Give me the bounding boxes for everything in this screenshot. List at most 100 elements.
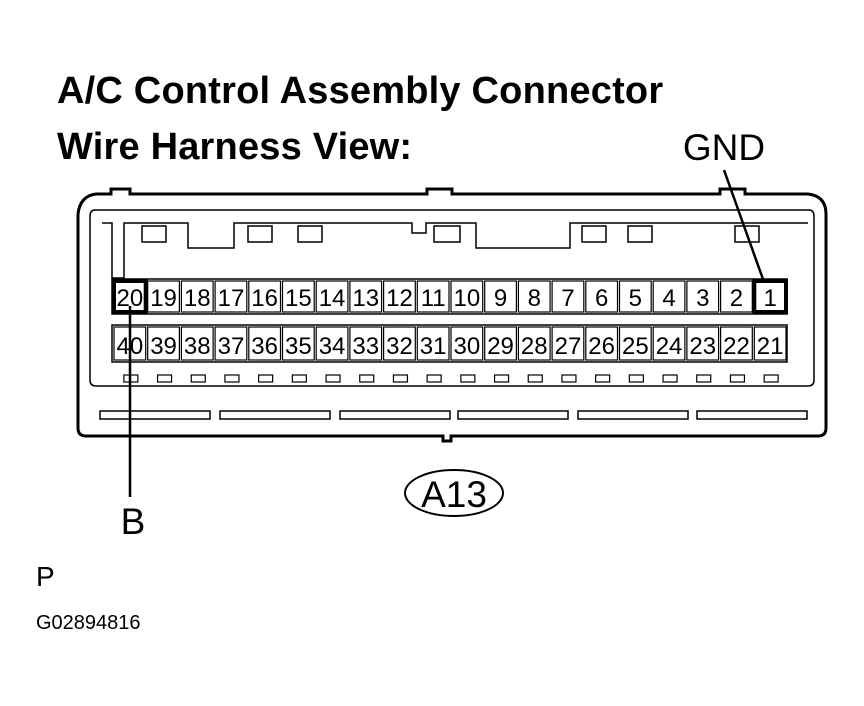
pin-number: 5 bbox=[629, 285, 642, 312]
pin-cell bbox=[719, 326, 753, 361]
b-label: B bbox=[121, 501, 146, 542]
pin-cell bbox=[484, 326, 518, 361]
pin-cell bbox=[383, 326, 416, 361]
pin-cell-highlighted bbox=[752, 279, 788, 314]
key-slot bbox=[433, 225, 461, 243]
pin-number: 10 bbox=[453, 285, 480, 312]
bottom-pin-row bbox=[111, 324, 788, 363]
pin-cell bbox=[349, 280, 383, 313]
pin-cell bbox=[248, 326, 282, 361]
figure-code: G02894816 bbox=[36, 612, 141, 634]
diagram-title: A/C Control Assembly Connector bbox=[57, 70, 664, 112]
pin-cell bbox=[416, 326, 450, 361]
pin-cell bbox=[281, 280, 315, 313]
gnd-leader-line bbox=[722, 169, 766, 283]
pin-number: 35 bbox=[285, 333, 312, 360]
pin-number: 36 bbox=[251, 333, 278, 360]
latch-tick bbox=[258, 374, 274, 383]
pin-cell bbox=[517, 326, 551, 361]
pin-number: 38 bbox=[184, 333, 211, 360]
pin-number: 12 bbox=[386, 285, 413, 312]
key-slot bbox=[581, 225, 607, 243]
pin-cell bbox=[416, 280, 450, 313]
latch-tick bbox=[527, 374, 543, 383]
latch-tick bbox=[595, 374, 611, 383]
pin-cell bbox=[517, 280, 551, 313]
latch-tick bbox=[696, 374, 712, 383]
latch-tick bbox=[359, 374, 375, 383]
pin-number: 26 bbox=[588, 333, 615, 360]
pin-cell bbox=[753, 326, 787, 361]
pin-number: 27 bbox=[555, 333, 582, 360]
pin-number: 32 bbox=[386, 333, 413, 360]
pin-number: 3 bbox=[696, 285, 709, 312]
pin-number: 14 bbox=[319, 285, 346, 312]
latch-tick bbox=[325, 374, 341, 383]
pin-cell bbox=[214, 326, 248, 361]
latch-tick bbox=[190, 374, 206, 383]
pin-number: 37 bbox=[218, 333, 245, 360]
latch-tick bbox=[156, 374, 173, 383]
pin-number: 8 bbox=[528, 285, 541, 312]
pin-cell bbox=[180, 280, 214, 313]
pin-number: 23 bbox=[689, 333, 716, 360]
connector-inner-frame bbox=[89, 209, 815, 387]
latch-tick bbox=[729, 374, 746, 383]
pin-cell bbox=[315, 326, 349, 361]
latch-tick bbox=[291, 374, 307, 383]
connector-key-profile bbox=[102, 222, 808, 279]
connector-code-badge bbox=[404, 469, 504, 517]
latch-tick bbox=[460, 374, 476, 383]
pin-number: 25 bbox=[622, 333, 649, 360]
pin-number: 33 bbox=[352, 333, 379, 360]
latch-tick bbox=[561, 374, 577, 383]
pin-number: 7 bbox=[561, 285, 574, 312]
bottom-ribs bbox=[99, 410, 808, 420]
pin-number: 28 bbox=[521, 333, 548, 360]
pin-cell bbox=[652, 280, 686, 313]
latch-tick bbox=[628, 374, 644, 383]
pin-cell bbox=[281, 326, 315, 361]
pin-number: 30 bbox=[453, 333, 480, 360]
pin-number: 22 bbox=[723, 333, 750, 360]
pin-number: 29 bbox=[487, 333, 514, 360]
pin-cell bbox=[484, 280, 518, 313]
pin-number: 21 bbox=[757, 333, 784, 360]
latch-tick bbox=[224, 374, 240, 383]
pin-cell bbox=[147, 326, 180, 361]
pin-number: 13 bbox=[352, 285, 379, 312]
pin-cell bbox=[383, 280, 416, 313]
connector-code: A13 bbox=[421, 474, 487, 515]
key-slot bbox=[141, 225, 167, 243]
diagram-subtitle: Wire Harness View: bbox=[57, 126, 413, 168]
p-label: P bbox=[36, 561, 55, 592]
pin-number: 4 bbox=[662, 285, 675, 312]
pin-number: 16 bbox=[251, 285, 278, 312]
pin-cell bbox=[214, 280, 248, 313]
latch-tick bbox=[426, 374, 442, 383]
latch-tick bbox=[493, 374, 510, 383]
pin-number: 24 bbox=[656, 333, 683, 360]
pin-number: 19 bbox=[150, 285, 177, 312]
pin-cell bbox=[686, 280, 720, 313]
pin-cell bbox=[551, 280, 585, 313]
pin-cell bbox=[450, 326, 484, 361]
pin-cell bbox=[147, 280, 180, 313]
pin-cell bbox=[585, 326, 619, 361]
pin-cell bbox=[686, 326, 720, 361]
pin-number: 6 bbox=[595, 285, 608, 312]
pin-number: 9 bbox=[494, 285, 507, 312]
pin-number: 11 bbox=[421, 285, 446, 312]
pin-number: 17 bbox=[218, 285, 245, 312]
pin-number: 1 bbox=[763, 285, 776, 312]
latch-tick bbox=[662, 374, 678, 383]
pin-cell bbox=[180, 326, 214, 361]
pin-number: 15 bbox=[285, 285, 312, 312]
pin-cell bbox=[248, 280, 282, 313]
key-slot bbox=[247, 225, 273, 243]
pin-cell bbox=[618, 280, 652, 313]
pin-cell bbox=[315, 280, 349, 313]
pin-cell bbox=[551, 326, 585, 361]
